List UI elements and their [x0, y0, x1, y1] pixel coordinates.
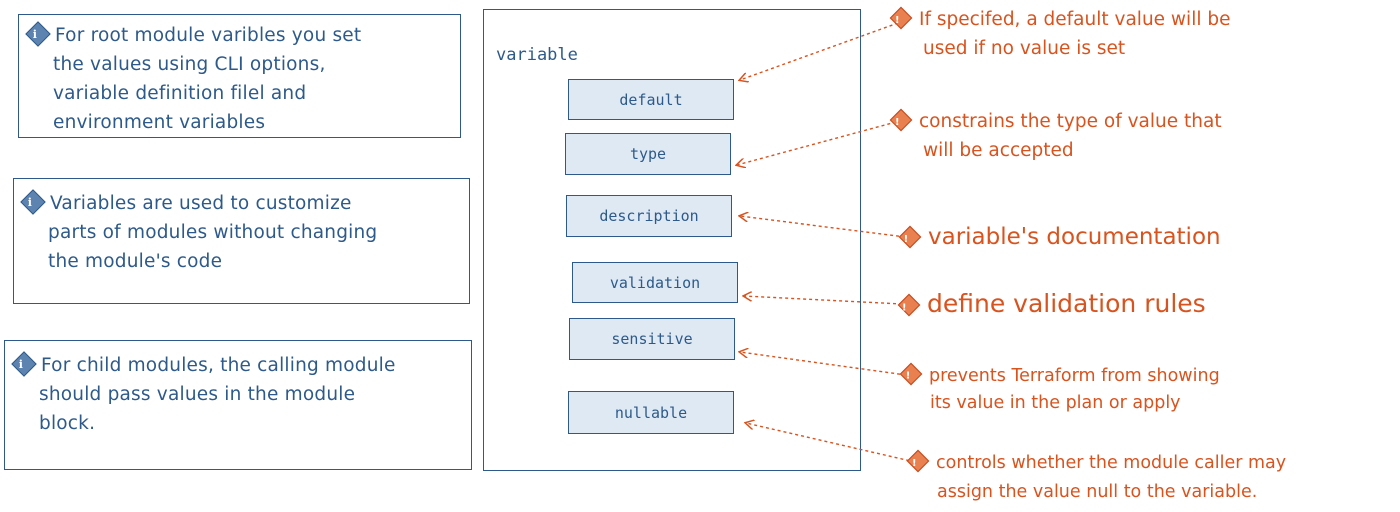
annotation-nullable: controls whether the module caller may a… — [906, 449, 1287, 507]
annotation-default: If specifed, a default value will be use… — [889, 5, 1231, 63]
field-nullable: nullable — [568, 391, 734, 434]
annotation-text: will be accepted — [923, 140, 1074, 161]
annotation-text: define validation rules — [927, 289, 1206, 318]
arrow-type — [737, 121, 897, 165]
note-child-modules: For child modules, the calling module sh… — [4, 340, 472, 470]
annotation-validation: define validation rules — [897, 288, 1206, 320]
field-type: type — [565, 133, 731, 175]
note-text: environment variables — [53, 112, 266, 133]
note-text: For root module varibles you set — [55, 25, 362, 46]
annotation-text: its value in the plan or apply — [930, 393, 1181, 413]
alert-icon — [897, 293, 921, 317]
annotation-text: constrains the type of value that — [919, 111, 1222, 132]
field-default: default — [568, 79, 734, 120]
annotation-sensitive: prevents Terraform from showing its valu… — [899, 362, 1220, 417]
annotation-text: variable's documentation — [928, 224, 1221, 250]
arrow-nullable — [746, 423, 916, 463]
annotation-type: constrains the type of value that will b… — [889, 107, 1222, 165]
arrow-validation — [744, 296, 903, 305]
alert-icon — [889, 6, 913, 30]
annotation-text: prevents Terraform from showing — [929, 366, 1220, 386]
note-text: variable definition filel and — [53, 83, 307, 104]
arrow-sensitive — [740, 352, 907, 376]
alert-icon — [898, 225, 922, 249]
alert-icon — [899, 362, 923, 386]
note-text: should pass values in the module — [39, 384, 356, 405]
variable-block — [483, 9, 861, 471]
note-text: the values using CLI options, — [53, 54, 326, 75]
alert-icon — [906, 449, 930, 473]
field-sensitive: sensitive — [569, 318, 735, 360]
annotation-text: used if no value is set — [923, 38, 1126, 59]
note-text: Variables are used to customize — [50, 193, 352, 214]
annotation-text: If specifed, a default value will be — [919, 9, 1231, 30]
note-text: the module's code — [48, 251, 223, 272]
field-validation: validation — [572, 262, 738, 303]
arrow-description — [740, 216, 906, 238]
alert-icon — [889, 108, 913, 132]
annotation-description: variable's documentation — [898, 222, 1221, 252]
note-text: parts of modules without changing — [48, 222, 378, 243]
note-root-module: For root module varibles you set the val… — [18, 14, 461, 138]
field-description: description — [566, 195, 732, 237]
annotation-text: assign the value null to the variable. — [937, 482, 1258, 502]
note-variables-purpose: Variables are used to customize parts of… — [13, 178, 470, 304]
note-text: For child modules, the calling module — [41, 355, 396, 376]
annotation-text: controls whether the module caller may — [936, 453, 1287, 473]
note-text: block. — [39, 413, 96, 434]
variable-block-title: variable — [496, 45, 578, 65]
arrow-default — [740, 22, 899, 80]
